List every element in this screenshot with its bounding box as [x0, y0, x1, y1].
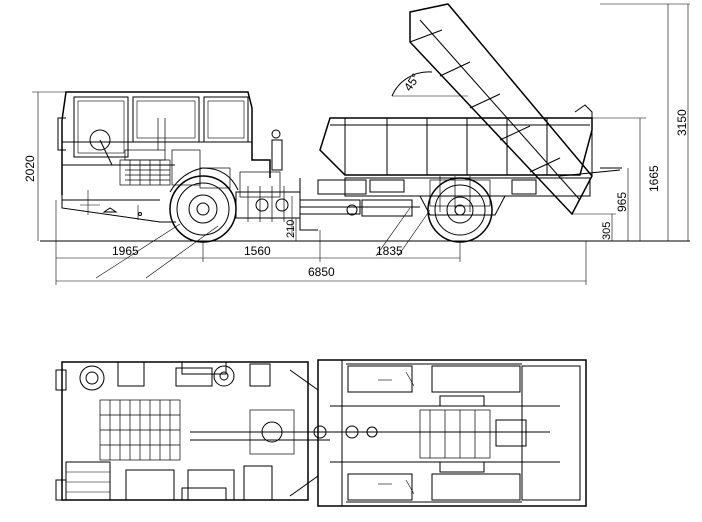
rear-chassis [344, 176, 591, 216]
dim-210: 210 [285, 220, 297, 238]
cab [57, 91, 283, 195]
front-unit-top [55, 361, 330, 501]
drivetrain [235, 178, 420, 235]
dim-6850: 6850 [308, 265, 335, 279]
front-frame [61, 190, 176, 223]
top-view [55, 359, 587, 507]
angle-label: 45° [401, 71, 423, 94]
dim-1560: 1560 [244, 244, 271, 258]
engine-assembly [119, 118, 281, 198]
dimension-labels: 1965 1560 1835 6850 2020 3150 1665 965 3… [23, 109, 689, 279]
rear-wheel [427, 177, 493, 243]
dimension-lines [32, 3, 690, 285]
dim-3150: 3150 [675, 109, 689, 136]
dim-1665: 1665 [647, 165, 661, 192]
front-wheel [169, 167, 239, 243]
dim-1965: 1965 [112, 244, 139, 258]
dim-965: 965 [615, 192, 629, 212]
dim-2020: 2020 [23, 155, 37, 182]
dim-305: 305 [601, 222, 613, 240]
dim-1835: 1835 [376, 244, 403, 258]
rear-unit-top [317, 359, 587, 507]
side-view: 45° [23, 3, 690, 285]
dump-body-raised [409, 3, 622, 216]
